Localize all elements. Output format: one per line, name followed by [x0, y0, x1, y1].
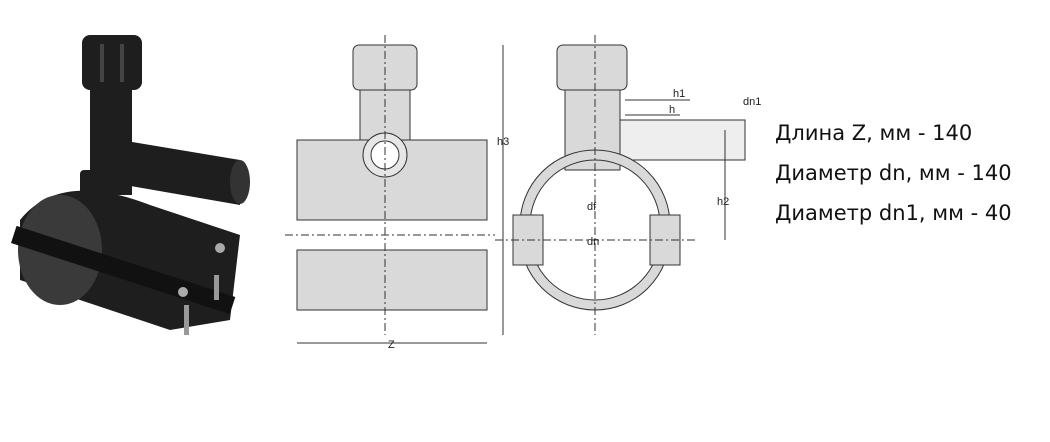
spec-diameter-dn: Диаметр dn, мм - 140 [775, 161, 1012, 185]
label-dn: dn [587, 236, 599, 248]
cap [82, 35, 142, 90]
label-h1: h1 [673, 88, 685, 100]
label-h3: h3 [497, 136, 509, 148]
label-z: Z [388, 339, 395, 351]
label-df: df [587, 201, 597, 213]
spec-length-z: Длина Z, мм - 140 [775, 121, 973, 145]
label-h: h [669, 104, 675, 116]
label-dn1: dn1 [743, 96, 761, 108]
side-view-drawing: h3 h1 h dn1 h2 df dn [495, 35, 761, 335]
front-view-drawing: Z [285, 35, 495, 351]
label-h2: h2 [717, 196, 729, 208]
product-photo [11, 35, 250, 335]
branch-outlet [120, 140, 240, 205]
spec-diameter-dn1: Диаметр dn1, мм - 40 [775, 201, 1012, 225]
